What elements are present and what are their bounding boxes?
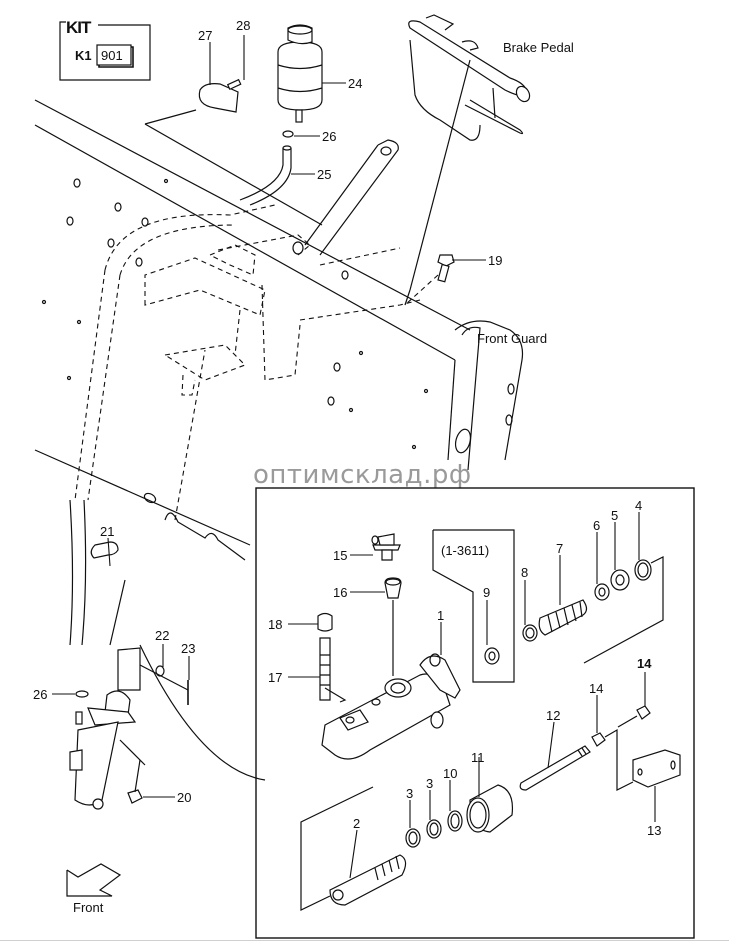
seal-26-lower [75,690,89,698]
kit-title: KIT [66,18,92,37]
callout-6: 6 [593,518,600,533]
reservoir-group [144,24,323,226]
kit-group-bracket [432,529,515,683]
washer-6 [594,583,610,601]
callout-13: 13 [647,823,661,838]
seal-26-top [282,130,294,138]
pushrod-12 [519,745,591,791]
kit-code-prefix: K1 [75,48,92,63]
washer-9 [484,647,500,665]
front-arrow-label: Front [73,900,104,915]
callout-16: 16 [333,585,347,600]
cup-8 [522,624,538,642]
cap-18 [317,612,333,632]
callout-7: 7 [556,541,563,556]
callout-25: 25 [317,167,331,182]
brake-pedal-caption: Brake Pedal [503,40,574,55]
screw-28 [226,78,242,91]
pedal-bracket-hidden [74,204,439,521]
piston-2 [329,854,407,906]
callout-3b: 3 [426,776,433,791]
clevis-13 [632,749,681,788]
piston-bracket [300,786,374,911]
callout-18: 18 [268,617,282,632]
callout-12: 12 [546,708,560,723]
nut-14b [636,705,651,720]
brake-pedal [292,14,531,306]
callout-2: 2 [353,816,360,831]
callout-26-top: 26 [322,129,336,144]
cylinder-port [384,678,412,698]
callout-27: 27 [198,28,212,43]
kit-code-box [96,44,132,66]
callout-4: 4 [635,498,642,513]
nut-14a [591,732,606,747]
seal-3b [426,819,442,839]
kit-code-value: 901 [101,48,123,63]
bolt-19 [437,254,455,283]
front-arrow: Front [66,863,122,915]
pin-21 [90,541,119,559]
spring-7 [538,599,588,636]
clamp-27 [198,83,239,113]
callout-26-lower: 26 [33,687,47,702]
callout-11: 11 [471,750,485,765]
callout-5: 5 [611,508,618,523]
detail-inset-frame [255,487,695,939]
callout-20: 20 [177,790,191,805]
callout-15: 15 [333,548,347,563]
seal-5 [610,569,630,591]
front-guard-caption: Front Guard [477,331,547,346]
callout-24: 24 [348,76,362,91]
callout-14b: 14 [637,656,652,671]
watermark: оптимсклад.рф [253,460,472,490]
kit-box: KIT K1 901 [59,18,151,81]
callout-21: 21 [100,524,114,539]
callout-17: 17 [268,670,282,685]
callout-28: 28 [236,18,250,33]
kit-group-label: (1-3611) [441,543,489,558]
callouts: 27 28 24 26 25 19 21 22 23 26 20 15 16 1… [33,18,661,838]
reservoir-24 [277,41,323,111]
seal-3a [405,828,421,848]
callout-3a: 3 [406,786,413,801]
callout-22: 22 [155,628,169,643]
front-guard-frame [34,99,524,781]
installed-cylinder [69,499,189,810]
fitting-15 [372,544,401,551]
page-footer-divider [0,940,729,949]
callout-10: 10 [443,766,457,781]
callout-23: 23 [181,641,195,656]
callout-14a: 14 [589,681,603,696]
callout-8: 8 [521,565,528,580]
detail-inset: (1-3611) [255,487,695,939]
leader-lines [52,35,656,879]
ring-10 [447,810,463,832]
callout-9: 9 [483,585,490,600]
callout-1: 1 [437,608,444,623]
callout-19: 19 [488,253,502,268]
